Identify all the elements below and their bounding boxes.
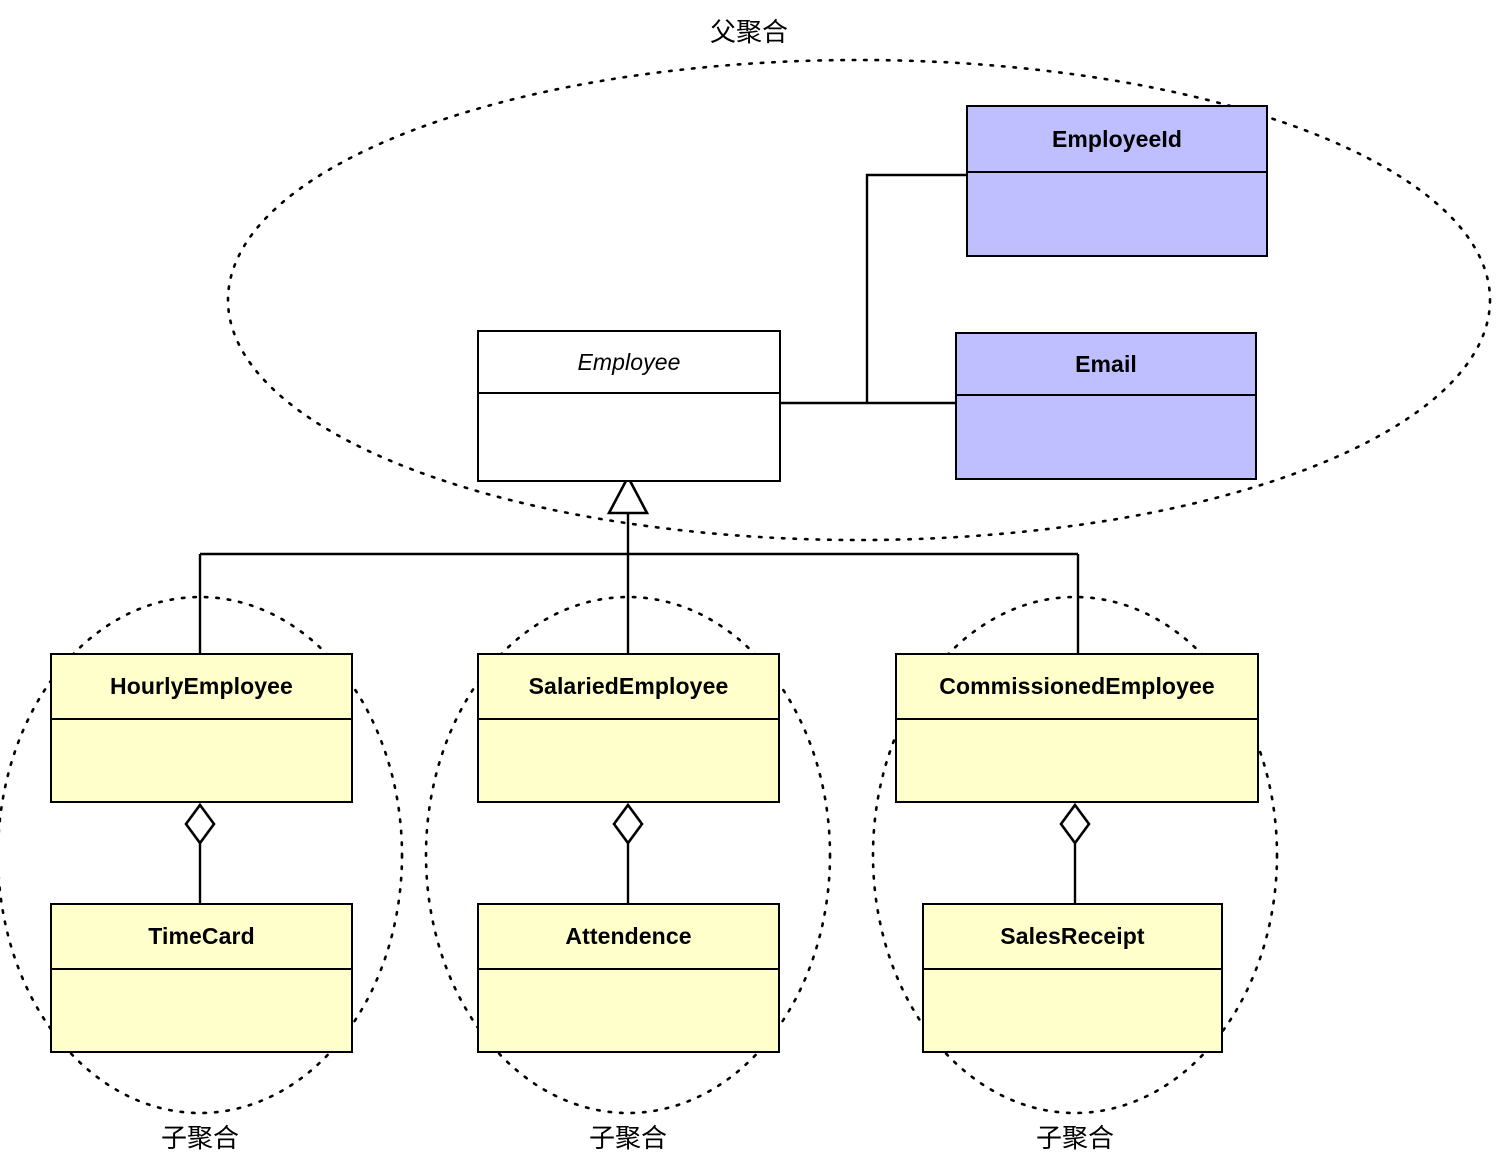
class-name-time-card: TimeCard (148, 923, 255, 949)
class-header-attendence: Attendence (479, 905, 778, 970)
class-name-employee: Employee (577, 348, 681, 375)
aggregation-diamond-icon-commissioned (1059, 802, 1091, 846)
class-attributes-commissioned-employee (897, 720, 1257, 801)
child-aggregate-boundary-1 (0, 595, 404, 1115)
class-box-email[interactable]: Email (955, 332, 1257, 480)
class-header-hourly-employee: HourlyEmployee (52, 655, 351, 720)
class-header-employee: Employee (479, 332, 779, 394)
class-name-attendence: Attendence (565, 923, 692, 949)
child-aggregate-label-3: 子聚合 (975, 1118, 1175, 1155)
class-name-employee-id: EmployeeId (1051, 125, 1183, 152)
child-aggregate-label-2-text: 子聚合 (588, 1124, 667, 1154)
class-name-commissioned-employee: CommissionedEmployee (939, 673, 1215, 699)
class-header-email: Email (957, 334, 1255, 396)
class-attributes-employee-id (968, 173, 1266, 255)
class-box-time-card[interactable]: TimeCard (50, 903, 353, 1053)
child-aggregate-label-2: 子聚合 (528, 1118, 728, 1155)
parent-aggregate-label-text: 父聚合 (709, 18, 788, 48)
parent-aggregate-boundary (226, 58, 1492, 542)
class-name-hourly-employee: HourlyEmployee (110, 673, 293, 699)
class-box-hourly-employee[interactable]: HourlyEmployee (50, 653, 353, 803)
inheritance-triangle-icon (606, 474, 650, 515)
class-box-commissioned-employee[interactable]: CommissionedEmployee (895, 653, 1259, 803)
class-name-email: Email (1075, 350, 1137, 377)
class-box-salaried-employee[interactable]: SalariedEmployee (477, 653, 780, 803)
class-name-sales-receipt: SalesReceipt (1000, 923, 1145, 949)
class-box-sales-receipt[interactable]: SalesReceipt (922, 903, 1223, 1053)
class-attributes-employee (479, 394, 779, 480)
class-attributes-hourly-employee (52, 720, 351, 801)
class-box-employee[interactable]: Employee (477, 330, 781, 482)
generalization-tree (198, 512, 1080, 653)
class-attributes-email (957, 396, 1255, 478)
class-attributes-sales-receipt (924, 970, 1221, 1051)
class-box-attendence[interactable]: Attendence (477, 903, 780, 1053)
class-name-salaried-employee: SalariedEmployee (528, 673, 729, 699)
class-header-sales-receipt: SalesReceipt (924, 905, 1221, 970)
class-attributes-salaried-employee (479, 720, 778, 801)
parent-aggregate-label: 父聚合 (0, 12, 1498, 49)
class-header-employee-id: EmployeeId (968, 107, 1266, 173)
child-aggregate-boundary-3 (871, 595, 1279, 1115)
child-aggregate-label-1: 子聚合 (100, 1118, 300, 1155)
child-aggregate-label-1-text: 子聚合 (160, 1124, 239, 1154)
association-employee-employeeid (865, 173, 966, 403)
class-header-time-card: TimeCard (52, 905, 351, 970)
class-header-salaried-employee: SalariedEmployee (479, 655, 778, 720)
class-attributes-time-card (52, 970, 351, 1051)
child-aggregate-boundary-2 (424, 595, 832, 1115)
aggregation-diamond-icon-salaried (612, 802, 644, 846)
class-header-commissioned-employee: CommissionedEmployee (897, 655, 1257, 720)
child-aggregate-label-3-text: 子聚合 (1035, 1124, 1114, 1154)
class-attributes-attendence (479, 970, 778, 1051)
aggregation-diamond-icon-hourly (184, 802, 216, 846)
class-box-employee-id[interactable]: EmployeeId (966, 105, 1268, 257)
